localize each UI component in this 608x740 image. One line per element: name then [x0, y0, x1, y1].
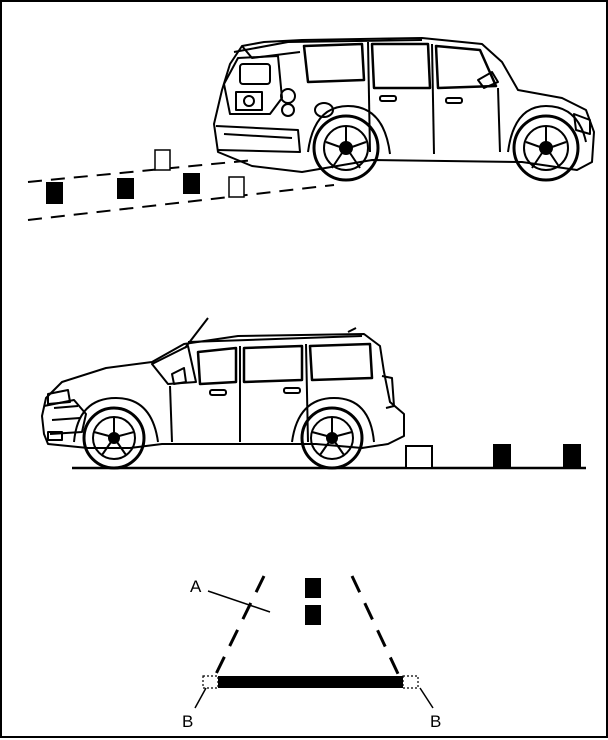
- panel-slope: [28, 38, 594, 220]
- guideline-left-dashed: [214, 576, 264, 678]
- slope-marker-filled-1: [46, 182, 63, 204]
- ground-marker-filled-1: [493, 444, 511, 468]
- guideline-marker-2: [305, 605, 321, 625]
- callout-a-leader: [208, 591, 270, 612]
- slope-marker-filled-2: [117, 178, 134, 199]
- bumper-bar-end-left: [203, 676, 218, 688]
- callout-b-left-leader: [195, 688, 206, 708]
- slope-marker-open-1: [155, 150, 170, 170]
- slope-marker-filled-3: [183, 173, 200, 194]
- guideline-right-dashed: [352, 576, 400, 678]
- callout-a-label: A: [190, 577, 202, 596]
- bumper-bar: [218, 676, 403, 688]
- panel-guidelines: A B B: [182, 576, 441, 731]
- guideline-marker-1: [305, 578, 321, 598]
- ground-marker-open: [406, 446, 432, 468]
- vehicle-side-illustration: [42, 318, 404, 468]
- vehicle-rear-quarter-illustration: [214, 38, 594, 180]
- slope-lower-guide-line: [28, 185, 334, 220]
- slope-upper-guide-line: [28, 160, 254, 182]
- panel-flat: [42, 318, 586, 468]
- ground-marker-filled-2: [563, 444, 581, 468]
- slope-marker-open-2: [229, 177, 244, 197]
- callout-b-right-leader: [420, 688, 433, 708]
- callout-b-left-label: B: [182, 712, 193, 731]
- callout-b-right-label: B: [430, 712, 441, 731]
- bumper-bar-end-right: [403, 676, 418, 688]
